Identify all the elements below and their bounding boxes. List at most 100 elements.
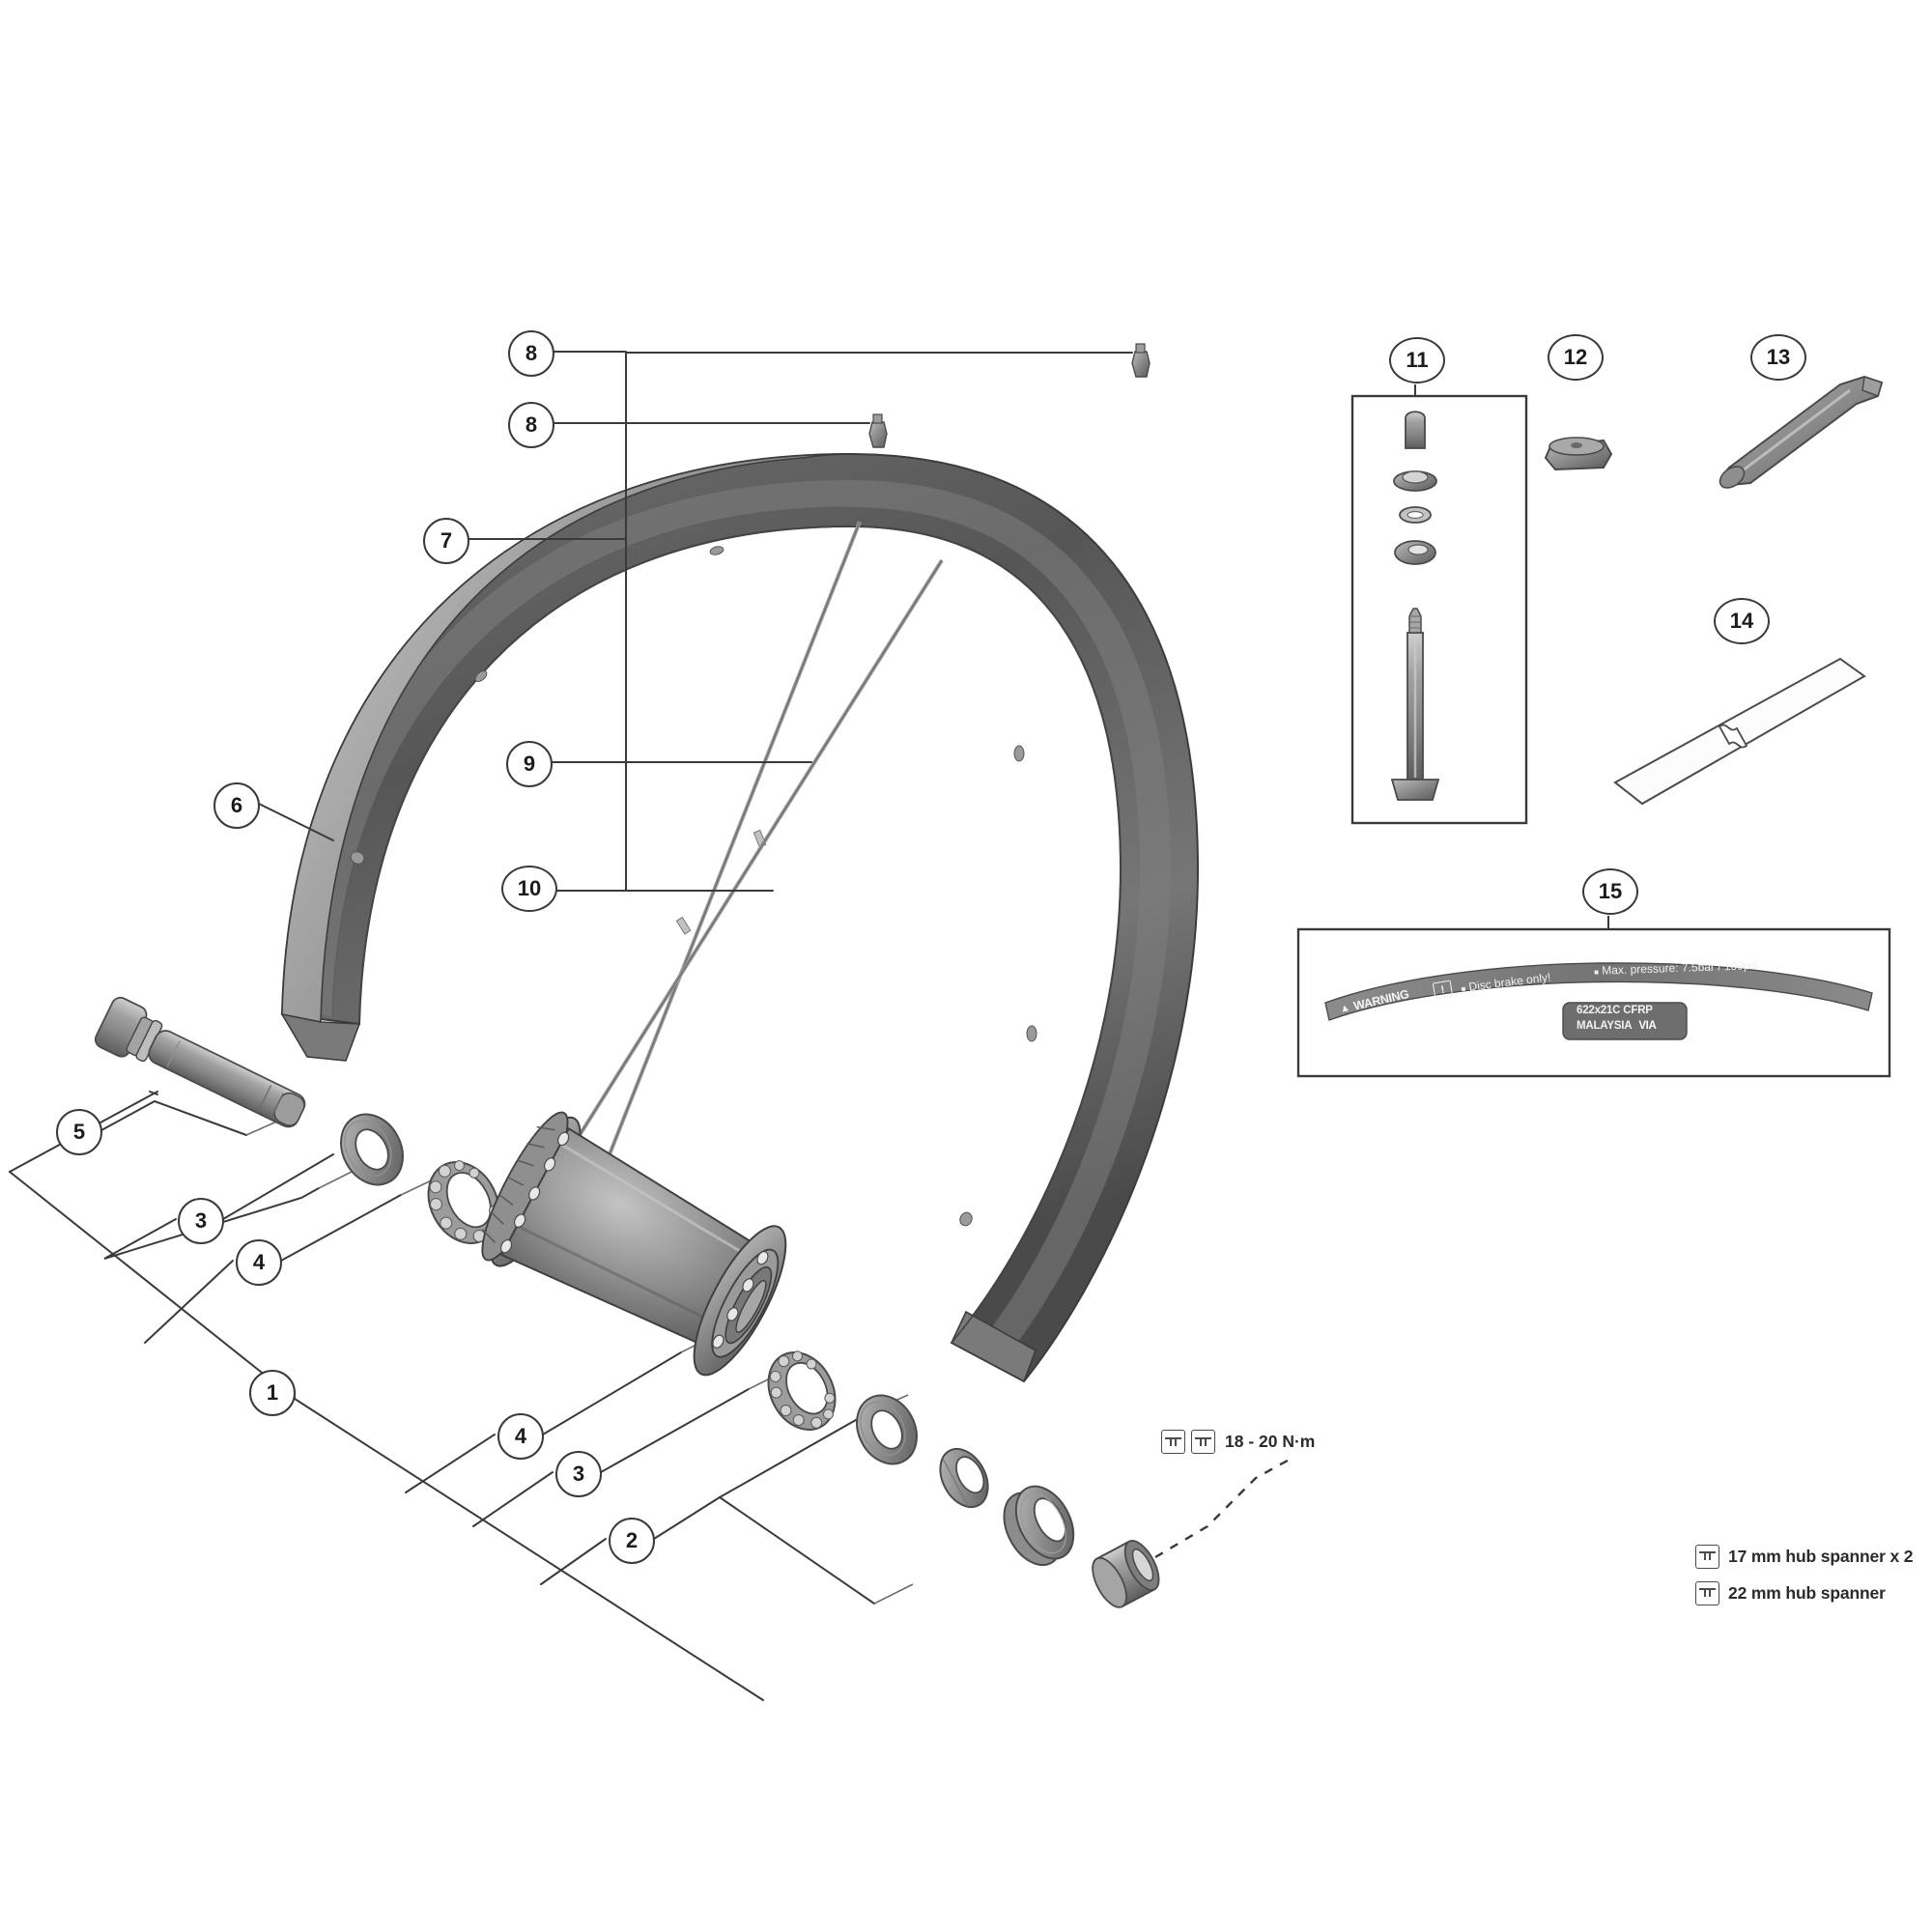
spoke-nipple-lower (868, 413, 888, 448)
leader-3b (600, 1388, 750, 1473)
callout-9: 9 (506, 741, 553, 787)
spoke-holes-left (499, 1131, 570, 1254)
callout-1: 1 (249, 1370, 296, 1416)
leader-lines (9, 351, 1133, 1701)
bracket-main-diag (294, 1398, 764, 1701)
leader-4a (280, 1194, 402, 1262)
rim-tape-break (1718, 724, 1748, 749)
leader-4a-arm (144, 1260, 234, 1344)
callout-label: 15 (1598, 879, 1623, 903)
callout-label: 3 (572, 1462, 585, 1486)
torque-spec: 18 - 20 N·m (1161, 1430, 1315, 1454)
end-cap (1092, 1540, 1160, 1608)
torque-dashed-leader (1154, 1455, 1295, 1559)
spoke-nipple-upper (1131, 343, 1151, 378)
rim-bed-line (358, 526, 1122, 1344)
callout-4: 4 (497, 1413, 544, 1460)
left-dust-seal (340, 1113, 404, 1186)
callout-8: 8 (508, 402, 554, 448)
size-label-plate (1562, 1002, 1688, 1040)
callout-2: 2 (609, 1518, 655, 1564)
valve-kit-box (1350, 384, 1528, 825)
callout-label: 2 (625, 1528, 639, 1552)
callout-label: 5 (72, 1120, 86, 1144)
leader-5 (100, 1099, 247, 1136)
warning-decal-box (1296, 916, 1891, 1078)
callout-7: 7 (423, 518, 469, 564)
rim-cut-end-left (280, 1012, 361, 1062)
22-mm-hub-spanner-icon (1161, 1430, 1185, 1454)
leader-2 (653, 1495, 875, 1605)
leader-3a (222, 1153, 334, 1220)
ball-bearings (769, 1350, 836, 1429)
warning-strip (1324, 962, 1873, 1021)
callout-6: 6 (213, 782, 260, 829)
rim-eyelet (474, 669, 488, 683)
spoke-group (578, 521, 944, 1207)
callout-label: 7 (440, 528, 453, 553)
callout-label: 12 (1563, 345, 1588, 369)
leader-4b-arm (405, 1434, 496, 1493)
valve-cap (1405, 411, 1426, 449)
callout-label: 14 (1729, 609, 1754, 633)
lock-nut (1003, 1485, 1075, 1567)
spline-teeth (481, 1125, 555, 1243)
legend-item-22mm: 22 mm hub spanner (1695, 1575, 1927, 1611)
left-bearing-cage (427, 1160, 500, 1245)
spanner-icon (1695, 1544, 1719, 1569)
callout-4: 4 (236, 1239, 282, 1286)
rim-assembly (280, 452, 1200, 1383)
ball-bearings (429, 1160, 500, 1243)
callout-10: 10 (501, 866, 557, 912)
legend-label-22mm: 22 mm hub spanner (1728, 1582, 1886, 1603)
callout-label: 4 (252, 1250, 266, 1274)
spoke-short-core (579, 559, 943, 1136)
rim-eyelet (1026, 1025, 1037, 1042)
torque-value: 18 - 20 N·m (1225, 1432, 1316, 1451)
right-bearing-cage (767, 1350, 837, 1432)
callout-12: 12 (1548, 334, 1604, 381)
right-dust-seal (856, 1394, 918, 1465)
valve-stem (1390, 608, 1440, 801)
callout-label: 3 (194, 1208, 208, 1233)
valve-kit-frame (1350, 394, 1528, 825)
callout-label: 8 (525, 412, 538, 437)
callout-3: 3 (178, 1198, 224, 1244)
callout-label: 4 (514, 1424, 527, 1448)
rim-eyelet (959, 1211, 973, 1227)
legend-item-17mm: 17 mm hub spanner x 2 (1695, 1538, 1927, 1575)
spanner-icon (1695, 1580, 1719, 1605)
cone-nut (939, 1447, 989, 1509)
callout-8: 8 (508, 330, 554, 377)
rim-groove-line (331, 506, 851, 1017)
callout-label: 6 (230, 793, 243, 817)
callout-label: 8 (525, 341, 538, 365)
tire-lever (1719, 375, 1884, 489)
valve-nut (1544, 437, 1613, 471)
leader-2-up (719, 1411, 870, 1498)
callout-13: 13 (1750, 334, 1806, 381)
callout-3: 3 (555, 1451, 602, 1497)
callout-label: 10 (517, 876, 542, 900)
leader-3b-arm (472, 1471, 554, 1527)
callout-label: 11 (1406, 348, 1429, 372)
rim-cut-end-right (950, 1310, 1037, 1383)
legend-label-17mm: 17 mm hub spanner x 2 (1728, 1546, 1914, 1566)
leader-4b (542, 1351, 682, 1435)
callout-14: 14 (1714, 598, 1770, 644)
17-mm-hub-spanner-icon (1191, 1430, 1215, 1454)
rim-sidewall (281, 453, 851, 1023)
valve-base (1390, 779, 1440, 801)
hub-shell (481, 1111, 787, 1377)
spoke-nipple-mid-2 (675, 916, 692, 935)
rim-tape (1613, 657, 1866, 806)
leader-2-arm (540, 1538, 607, 1585)
callout-label: 9 (523, 752, 536, 776)
spoke-holes-right (712, 1250, 769, 1349)
rim-eyelet (709, 546, 724, 555)
callout-5: 5 (56, 1109, 102, 1155)
spoke-long-core (588, 521, 861, 1207)
callout-label: 1 (266, 1380, 279, 1405)
